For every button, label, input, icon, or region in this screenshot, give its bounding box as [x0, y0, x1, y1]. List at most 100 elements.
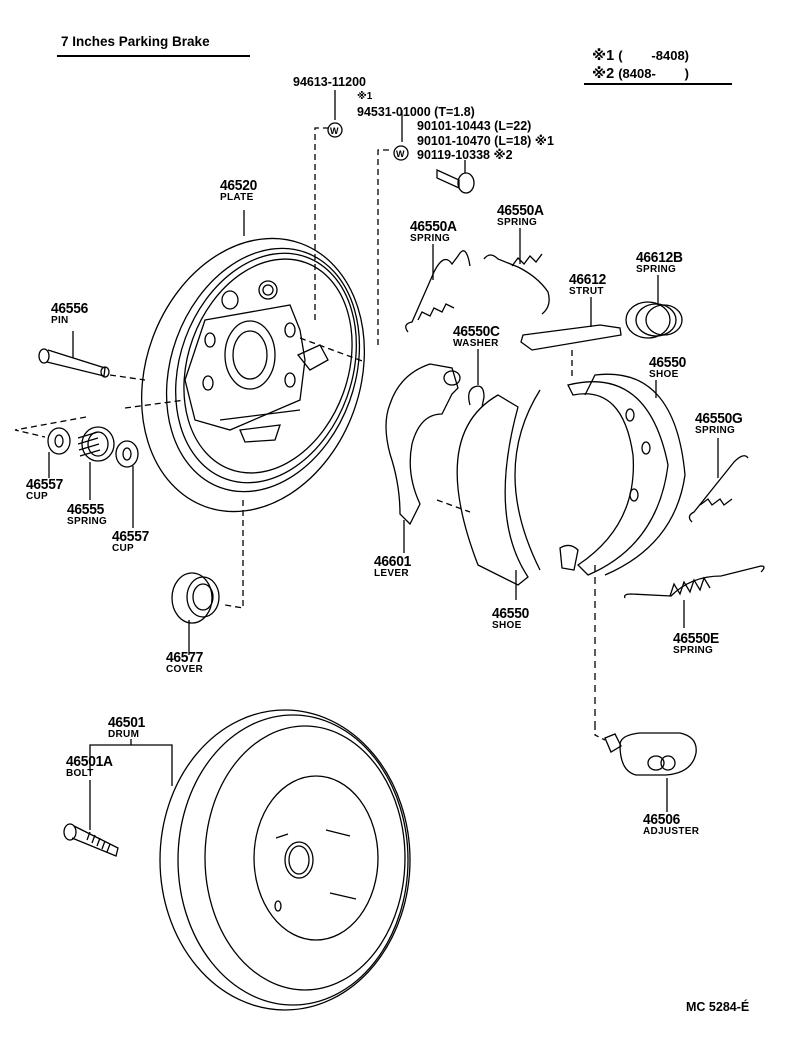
washer-symbol-1: W: [328, 123, 342, 137]
diagram-title: 7 Inches Parking Brake: [61, 34, 210, 49]
strut-part: [521, 325, 621, 350]
part-number: 46550C: [453, 323, 500, 340]
part-name: SPRING: [673, 645, 714, 656]
part-number: 94531-01000: [357, 105, 431, 119]
drum-bolt-part: [64, 824, 118, 856]
lever-part: [386, 364, 460, 524]
part-name: SPRING: [636, 264, 677, 275]
part-number: 46550G: [695, 410, 743, 427]
part-number: 90101-10470: [417, 134, 491, 148]
part-name: STRUT: [569, 286, 604, 297]
part-number: 46557: [112, 528, 150, 545]
part-number: 46556: [51, 300, 89, 317]
part-number: 46577: [166, 649, 204, 666]
part-name: WASHER: [453, 338, 499, 349]
part-number: 90119-10338: [417, 148, 490, 162]
part-number: 46612: [569, 271, 607, 288]
part-number: 46501A: [66, 753, 113, 770]
hex-bolt: [437, 160, 474, 193]
legend-item: ※1 ( -8408): [592, 47, 689, 65]
spring-b-part: [626, 302, 682, 338]
part-number: 46612B: [636, 249, 683, 266]
spring-a2-part: [484, 254, 549, 314]
backing-plate: [105, 207, 402, 543]
part-name: COVER: [166, 664, 204, 675]
part-number: 90101-10443: [417, 119, 491, 133]
legend-item: ※2 (8408- ): [592, 65, 689, 83]
part-number: 46506: [643, 811, 681, 828]
cup-right-part: [116, 441, 138, 467]
part-number: 46550A: [497, 202, 544, 219]
part-number: 46501: [108, 714, 146, 731]
part-number: 46550E: [673, 630, 719, 647]
svg-text:W: W: [330, 126, 339, 136]
legend-mark: ※1: [592, 48, 615, 64]
part-note: ※2: [493, 148, 513, 162]
part-name: SHOE: [649, 369, 679, 380]
part-name: SPRING: [410, 233, 451, 244]
part-name: CUP: [26, 491, 49, 502]
part-name: DRUM: [108, 729, 140, 740]
spring-e-part: [625, 566, 764, 598]
cover-part: [172, 573, 219, 623]
part-number: 46550: [649, 354, 687, 371]
part-number: 46557: [26, 476, 64, 493]
part-number: 46550: [492, 605, 530, 622]
part-name: CUP: [112, 543, 135, 554]
brake-shoes: [457, 374, 685, 585]
part-name: ADJUSTER: [643, 826, 700, 837]
legend-range: (8408- ): [618, 66, 690, 81]
cup-left-part: [48, 428, 70, 454]
part-callout: 90101-10470 (L=18) ※1: [417, 135, 554, 148]
part-callout: 90101-10443 (L=22): [417, 120, 531, 133]
spring-hold-part: [78, 427, 114, 461]
legend-underline: [584, 83, 732, 85]
part-name: BOLT: [66, 768, 94, 779]
washer-symbol-2: W: [394, 146, 408, 160]
legend-mark: ※2: [592, 66, 615, 82]
drawing-code: MC 5284-É: [686, 1000, 750, 1014]
part-name: PLATE: [220, 192, 254, 203]
part-name: SHOE: [492, 620, 522, 631]
part-name: SPRING: [67, 516, 108, 527]
spring-g-part: [689, 456, 748, 522]
part-number: 46601: [374, 553, 412, 570]
part-callout: 94531-01000 (T=1.8): [357, 106, 475, 119]
drum-part: [160, 710, 410, 1010]
part-number: 46520: [220, 177, 258, 194]
legend-range: ( -8408): [618, 48, 690, 63]
part-name: LEVER: [374, 568, 409, 579]
part-name: SPRING: [695, 425, 736, 436]
part-number: 94613-11200: [293, 75, 366, 89]
part-note: (T=1.8): [434, 105, 475, 119]
part-callout: 90119-10338 ※2: [417, 149, 513, 162]
svg-text:W: W: [396, 149, 405, 159]
part-name: PIN: [51, 315, 69, 326]
part-note: (L=22): [494, 119, 532, 133]
spring-a1-part: [406, 251, 470, 332]
title-underline: [57, 55, 250, 57]
part-name: SPRING: [497, 217, 538, 228]
legend: ※1 ( -8408) ※2 (8408- ): [592, 47, 689, 83]
part-note: (L=18) ※1: [494, 134, 554, 148]
